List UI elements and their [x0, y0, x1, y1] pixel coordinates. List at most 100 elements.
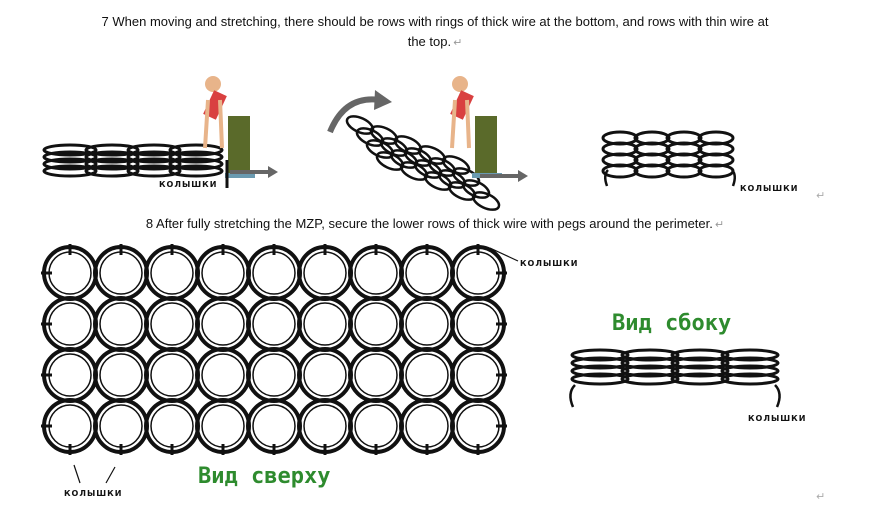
ring-inner: [99, 302, 143, 346]
ring-ellipse: [620, 356, 680, 370]
ring-ellipse: [570, 348, 630, 362]
pegs-label-fig3: КОЛЫШКИ: [740, 184, 799, 193]
ring-outer: [297, 347, 353, 403]
ring-ellipse: [471, 191, 501, 211]
ring-ellipse: [570, 372, 630, 386]
ring-inner: [303, 353, 347, 397]
ring-inner: [201, 404, 245, 448]
rotate-arrow-icon: [327, 96, 381, 134]
ring-ellipse: [720, 364, 780, 378]
ring-ellipse: [620, 348, 680, 362]
ring-ellipse: [84, 143, 140, 157]
pointer-line: [105, 466, 116, 484]
ring-outer: [348, 296, 404, 352]
ring-ellipse: [670, 356, 730, 370]
ring-outer: [348, 347, 404, 403]
ring-inner: [48, 251, 92, 295]
ring-ellipse: [670, 364, 730, 378]
ring-inner: [150, 353, 194, 397]
ring-inner: [48, 302, 92, 346]
ring-ellipse: [447, 181, 477, 201]
ring-ellipse: [720, 348, 780, 362]
ring-ellipse: [168, 143, 224, 157]
ring-inner: [405, 404, 449, 448]
ring-inner: [252, 251, 296, 295]
ring-outer: [93, 296, 149, 352]
ring-outer: [195, 347, 251, 403]
ring-outer: [144, 347, 200, 403]
ring-inner: [201, 251, 245, 295]
step-7-paragraph: 7 When moving and stretching, there shou…: [30, 12, 840, 53]
ring-ellipse: [126, 157, 182, 171]
top-view-ring-grid: [41, 244, 519, 484]
ring-inner: [150, 302, 194, 346]
step-8-text: 8 After fully stretching the MZP, secure…: [145, 216, 713, 231]
figure-pegged-stack: [601, 130, 736, 187]
ring-ellipse: [601, 163, 639, 179]
ring-ellipse: [84, 157, 140, 171]
top-view-title: Вид сверху: [198, 464, 331, 489]
ring-ellipse: [665, 163, 703, 179]
ring-ellipse: [720, 372, 780, 386]
ring-inner: [303, 404, 347, 448]
ring-ellipse: [84, 150, 140, 164]
ring-ellipse: [570, 364, 630, 378]
ring-inner: [303, 251, 347, 295]
ring-ellipse: [168, 164, 224, 178]
ring-ellipse: [423, 171, 453, 191]
ring-inner: [405, 302, 449, 346]
ring-inner: [354, 302, 398, 346]
pegs-label-bottom-left: КОЛЫШКИ: [64, 489, 123, 498]
ring-ellipse: [126, 164, 182, 178]
figure-stack-pulling: [42, 76, 278, 188]
ring-outer: [195, 296, 251, 352]
ring-ellipse: [375, 151, 405, 171]
ring-inner: [201, 302, 245, 346]
ring-ellipse: [42, 150, 98, 164]
ring-inner: [405, 251, 449, 295]
person-figure-2: [450, 76, 502, 178]
ring-outer: [399, 296, 455, 352]
ring-ellipse: [720, 356, 780, 370]
ring-inner: [456, 302, 500, 346]
ring-ellipse: [42, 143, 98, 157]
figure-tilted-grid: [327, 76, 528, 211]
ring-inner: [354, 404, 398, 448]
ring-ellipse: [399, 161, 429, 181]
ring-inner: [48, 404, 92, 448]
person-figure-1: [203, 76, 255, 178]
ring-inner: [99, 251, 143, 295]
ring-inner: [201, 353, 245, 397]
ring-ellipse: [620, 364, 680, 378]
paragraph-mark-icon: ↵: [714, 219, 725, 231]
ring-ellipse: [126, 150, 182, 164]
side-view-figure: [569, 348, 781, 408]
ring-inner: [456, 404, 500, 448]
step-7-line-1: 7 When moving and stretching, there shou…: [101, 14, 769, 29]
return-mark-icon: ↵: [816, 190, 826, 202]
step-7-line-2: the top.: [407, 34, 452, 49]
ring-inner: [252, 404, 296, 448]
ring-inner: [456, 251, 500, 295]
ring-outer: [246, 347, 302, 403]
ring-ellipse: [670, 348, 730, 362]
ring-inner: [150, 251, 194, 295]
ring-inner: [48, 353, 92, 397]
ring-ellipse: [461, 179, 491, 199]
pegs-label-top-right: КОЛЫШКИ: [520, 259, 579, 268]
ring-ellipse: [126, 143, 182, 157]
ring-inner: [456, 353, 500, 397]
ring-outer: [93, 347, 149, 403]
step-8-paragraph: 8 After fully stretching the MZP, secure…: [30, 214, 840, 235]
ring-ellipse: [42, 164, 98, 178]
pointer-line: [73, 464, 81, 484]
pegs-label-side-view: КОЛЫШКИ: [748, 414, 807, 423]
ring-outer: [297, 296, 353, 352]
ring-inner: [405, 353, 449, 397]
ring-inner: [150, 404, 194, 448]
ring-inner: [252, 302, 296, 346]
ring-ellipse: [42, 157, 98, 171]
ring-ellipse: [670, 372, 730, 386]
ring-inner: [252, 353, 296, 397]
ring-inner: [99, 353, 143, 397]
